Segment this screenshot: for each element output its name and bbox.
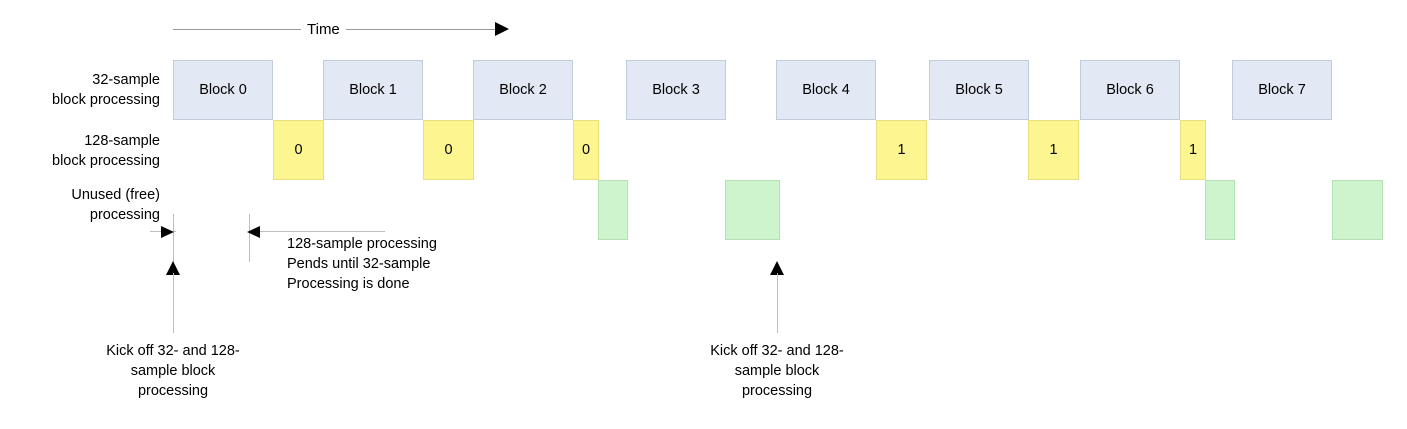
block-32-4-label: Block 4 (802, 82, 850, 98)
block-32-6-label: Block 6 (1106, 82, 1154, 98)
block-128-2-label: 0 (581, 142, 591, 158)
block-32-7-label: Block 7 (1258, 82, 1306, 98)
pend-note: 128-sample processing Pends until 32-sam… (287, 236, 437, 292)
block-free-3 (1332, 180, 1383, 240)
kickoff-arrow-1-icon (166, 261, 180, 275)
block-128-3: 1 (876, 120, 927, 180)
block-32-2: Block 2 (473, 60, 573, 120)
block-128-3-label: 1 (897, 142, 906, 158)
kickoff-arrow-2-icon (770, 261, 784, 275)
block-128-0-label: 0 (294, 142, 303, 158)
measure-leader-right (260, 231, 385, 232)
block-128-1: 0 (423, 120, 474, 180)
block-32-5: Block 5 (929, 60, 1029, 120)
time-axis: Time (173, 19, 510, 41)
block-32-7: Block 7 (1232, 60, 1332, 120)
block-32-1: Block 1 (323, 60, 423, 120)
block-32-4: Block 4 (776, 60, 876, 120)
block-32-0-label: Block 0 (199, 82, 247, 98)
row-label-unused-free: Unused (free) processing (71, 187, 160, 223)
measure-arrow-right-icon (161, 226, 174, 238)
kickoff-note-2: Kick off 32- and 128- sample block proce… (710, 343, 844, 399)
block-32-5-label: Block 5 (955, 82, 1003, 98)
block-128-5: 1 (1180, 120, 1206, 180)
block-free-2 (1205, 180, 1235, 240)
block-32-3: Block 3 (626, 60, 726, 120)
block-32-6: Block 6 (1080, 60, 1180, 120)
block-32-1-label: Block 1 (349, 82, 397, 98)
block-128-1-label: 0 (444, 142, 453, 158)
kickoff-leader-2 (777, 273, 778, 333)
time-arrow-icon (495, 22, 509, 36)
block-128-0: 0 (273, 120, 324, 180)
block-free-1 (725, 180, 780, 240)
block-32-2-label: Block 2 (499, 82, 547, 98)
kickoff-leader-1 (173, 273, 174, 333)
block-32-3-label: Block 3 (652, 82, 700, 98)
row-label-32-sample: 32-sample block processing (52, 72, 160, 108)
block-32-0: Block 0 (173, 60, 273, 120)
kickoff-note-1: Kick off 32- and 128- sample block proce… (106, 343, 240, 399)
measure-extension-line-right (249, 214, 250, 262)
block-128-4-label: 1 (1049, 142, 1058, 158)
row-label-128-sample: 128-sample block processing (52, 133, 160, 169)
time-axis-label: Time (301, 19, 346, 40)
block-free-0 (598, 180, 628, 240)
measure-arrow-left-icon (247, 226, 260, 238)
block-128-2: 0 (573, 120, 599, 180)
block-128-4: 1 (1028, 120, 1079, 180)
block-128-5-label: 1 (1188, 142, 1198, 158)
